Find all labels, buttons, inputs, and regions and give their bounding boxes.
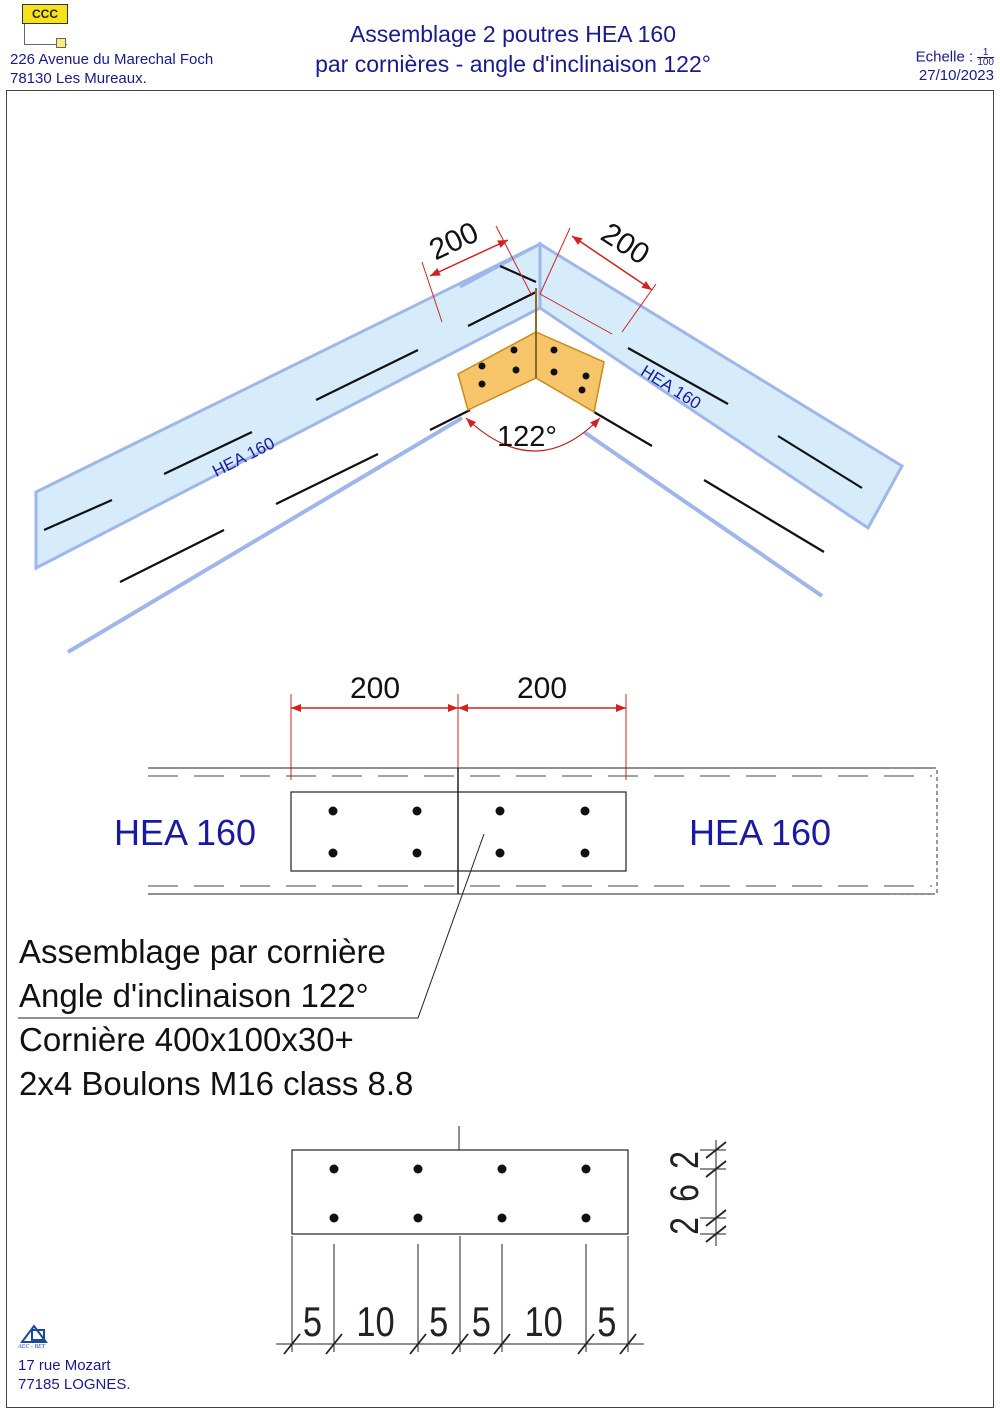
detail-h-ext-lines [291,1236,629,1352]
footer-address-line-1: 17 rue Mozart [18,1357,111,1374]
logo-frame [24,24,67,45]
detail-v-dim-3: 2 [662,1217,707,1235]
detail-h-dim-6: 5 [597,1299,616,1346]
detail-h-dim-3: 5 [429,1299,448,1346]
elev-bolts [328,806,590,858]
title-line-2: par cornières - angle d'inclinaison 122° [315,51,711,77]
elev-beam-right-label: HEA 160 [689,812,831,853]
elev-beam-left-label: HEA 160 [114,812,256,853]
scale-block: Echelle : 1 100 27/10/2023 [794,48,994,85]
angle-label: 122° [497,421,557,453]
address-line-1: 226 Avenue du Marechal Foch [10,51,214,68]
plate-detail: 5 10 5 5 10 5 2 6 2 [276,1126,727,1355]
detail-h-dim-5: 10 [525,1299,563,1346]
note-line-1: Assemblage par cornière [19,933,386,970]
detail-plate [291,1149,629,1235]
scale-denominator: 100 [977,57,994,68]
elev-beam-end [890,767,938,895]
right-beam-centerlines [593,347,863,553]
dim-top-right-label: 200 [595,217,655,272]
note-line-3: Cornière 400x100x30+ [19,1021,354,1058]
detail-bolts [329,1164,591,1223]
dim-right-line [571,235,653,291]
dim-right-ext-1 [539,227,571,295]
dim-left-ext-1 [421,261,443,323]
drawing-date: 27/10/2023 [918,67,994,84]
detail-v-ticks [705,1141,727,1243]
angle-arc [465,417,601,452]
assembly-notes: Assemblage par cornière Angle d'inclinai… [19,930,413,1106]
elev-dim-left-label: 200 [350,672,400,705]
top-view: 200 200 122° HEA 160 HEA 160 [34,216,905,654]
ccc-logo: CCC [22,4,68,24]
detail-h-ticks [283,1333,637,1355]
drawing-frame [6,90,994,1408]
title-line-1: Assemblage 2 poutres HEA 160 [349,21,677,47]
dim-top-left-label: 200 [424,216,483,267]
plate-bolts [478,346,590,394]
note-leader [18,833,485,1019]
left-beam-lower-flange [66,416,464,654]
detail-h-dim-2: 10 [356,1299,394,1346]
detail-v-dim-1: 2 [662,1151,707,1169]
footer-address: 17 rue Mozart 77185 LOGNES. [18,1356,131,1394]
elevation-view: 200 200 HEA 160 HEA 160 [18,672,938,1019]
scale-row: Echelle : 1 100 [794,48,994,68]
company-address: 226 Avenue du Marechal Foch 78130 Les Mu… [10,50,213,88]
detail-h-dim-1: 5 [303,1299,322,1346]
logo-small-icon [56,38,66,48]
address-line-2: 78130 Les Mureaux. [10,70,147,87]
footer-logo-caption: AEC - BET [18,1344,45,1350]
dim-left-ext-2 [495,225,533,297]
dim-left-line [429,239,509,277]
detail-v-dim-2: 6 [662,1184,707,1202]
detail-v-ext-lines [700,1149,726,1235]
scale-label: Echelle : [915,48,974,66]
detail-h-dim-4: 5 [472,1299,491,1346]
elev-plate [290,791,627,872]
note-line-4: 2x4 Boulons M16 class 8.8 [19,1065,414,1102]
footer-address-line-2: 77185 LOGNES. [18,1376,131,1393]
left-beam-centerlines [43,264,537,583]
note-line-2: Angle d'inclinaison 122° [19,977,369,1014]
page-title: Assemblage 2 poutres HEA 160 par cornièr… [250,19,776,79]
dim-right-ext-2 [621,283,657,333]
cut-line [539,293,613,335]
scale-fraction: 1 100 [977,48,994,68]
right-beam-lower-flange [582,430,824,598]
elev-dim-right-label: 200 [517,672,567,705]
scale-numerator: 1 [977,48,994,58]
aec-bet-logo [20,1324,48,1343]
